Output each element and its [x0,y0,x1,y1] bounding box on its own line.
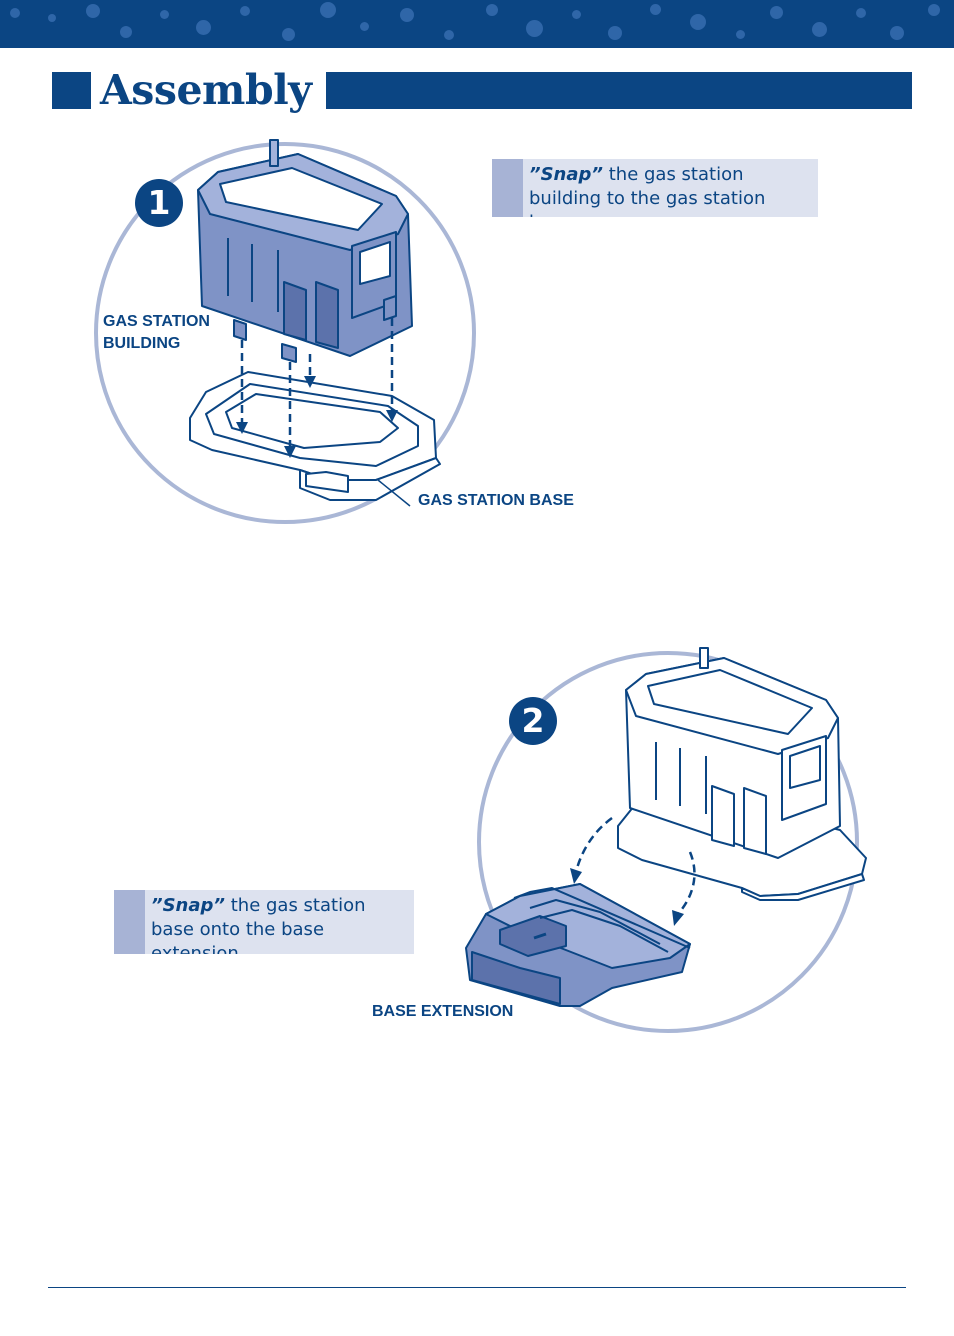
instruction-text: ”Snap” the gas station base onto the bas… [151,894,410,954]
label-base-extension: BASE EXTENSION [372,1003,514,1020]
gas-station-building-part [197,139,413,363]
decor-dot [928,4,940,16]
decor-dot [120,26,132,38]
title-square [52,72,91,109]
decor-dot [486,4,498,16]
step-2-arrowheads [570,868,684,926]
decor-dot [48,14,56,22]
step-2-circle [477,651,859,1033]
decor-dot [526,20,543,37]
decor-dot [10,8,20,18]
decor-dot [240,6,250,16]
label-gas-station-building: GAS STATION BUILDING [103,313,210,352]
step-2-arrows [574,816,696,915]
decor-dot [770,6,783,19]
page-title: Assembly [100,66,312,114]
step-1-instruction: ”Snap” the gas station building to the g… [492,159,818,217]
instruction-text: ”Snap” the gas station building to the g… [529,163,814,217]
decor-dot [736,30,745,39]
title-rule [326,72,912,109]
label-gas-station-base: GAS STATION BASE [418,492,574,509]
decor-dot [282,28,295,41]
decor-dot [160,10,169,19]
instruction-bold: ”Snap” [151,895,225,916]
decor-dot [650,4,661,15]
decor-dot [400,8,414,22]
decor-dot [86,4,100,18]
decor-dot [856,8,866,18]
instruction-accent [492,159,523,217]
assembled-gas-station [617,647,867,901]
decor-dot [572,10,581,19]
step-1-arrows [240,318,394,446]
decor-dot [320,2,336,18]
decor-dot [608,26,622,40]
base-leader-line [377,479,411,507]
step-2-instruction: ”Snap” the gas station base onto the bas… [114,890,414,954]
instruction-rest: the gas station base onto the base exten… [151,895,366,954]
step-1-number: 1 [135,179,183,227]
decor-dot [690,14,706,30]
step-1-arrowheads [236,376,398,458]
step-1-circle [94,142,476,524]
instruction-accent [114,890,145,954]
footer-rule [48,1287,906,1288]
decor-dot [196,20,211,35]
base-extension-part [465,883,691,1007]
step-2-number: 2 [509,697,557,745]
decor-dot [444,30,454,40]
section-title-bar: Assembly [52,66,912,114]
decor-dot [890,26,904,40]
gas-station-base-part [189,371,441,501]
header-band [0,0,954,48]
decor-dot [360,22,369,31]
instruction-rest: the gas station building to the gas stat… [529,164,766,217]
decor-dot [812,22,827,37]
instruction-bold: ”Snap” [529,164,603,185]
